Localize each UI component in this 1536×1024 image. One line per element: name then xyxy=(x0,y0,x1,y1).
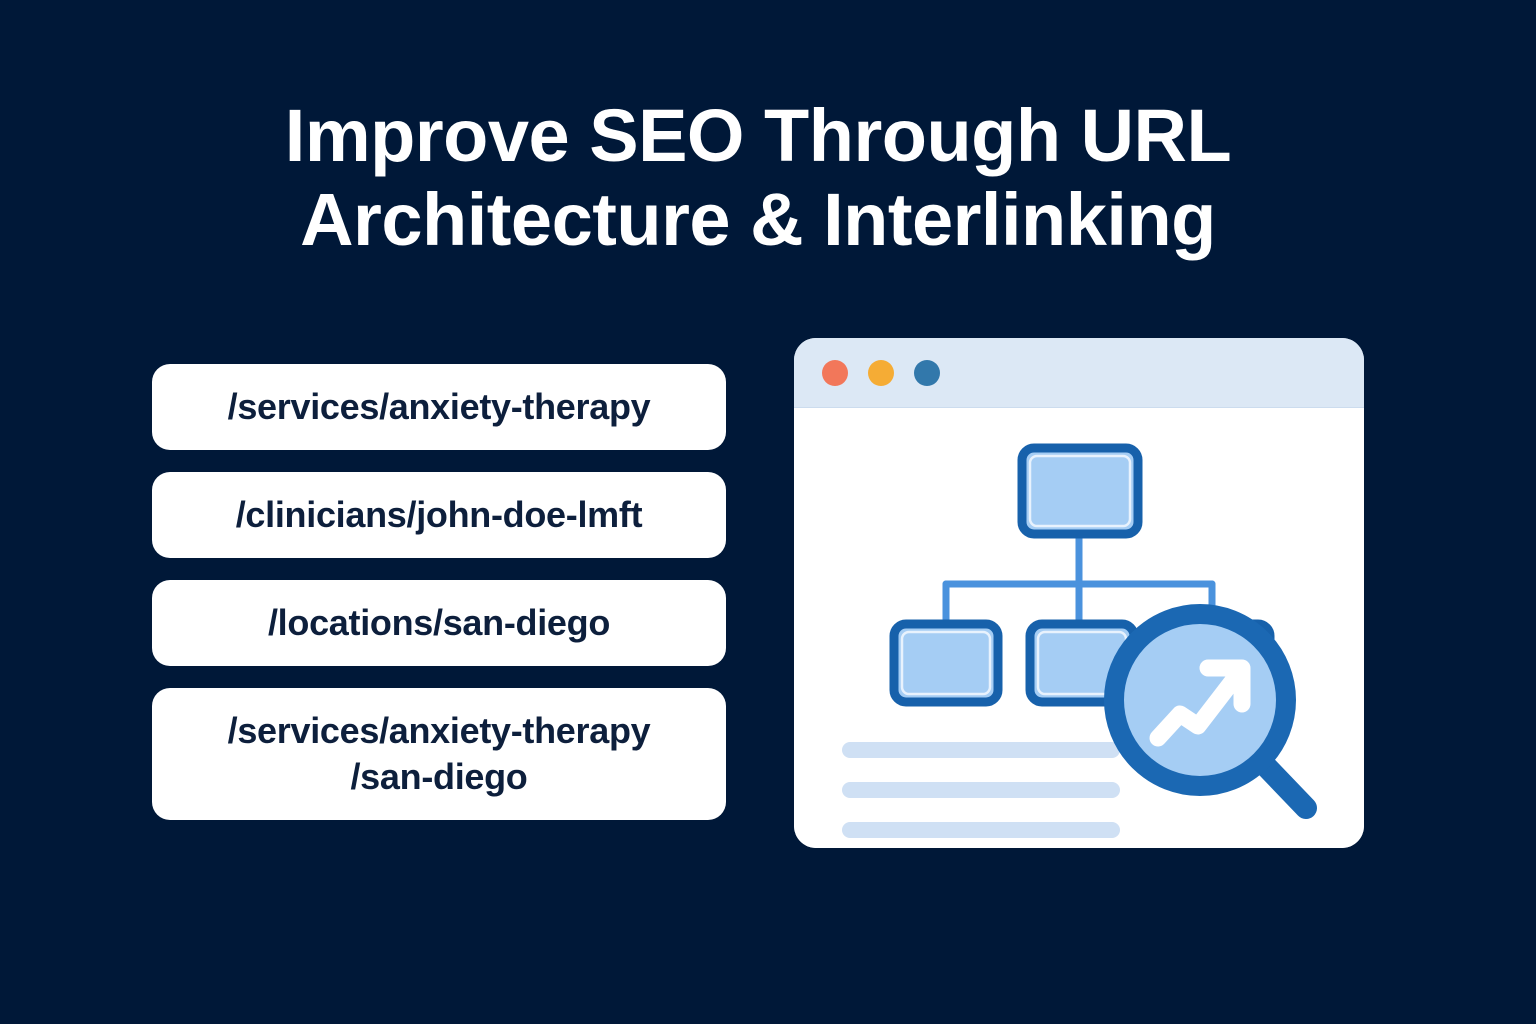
site-architecture-graphic xyxy=(842,443,1317,838)
sitemap-node-child-left[interactable] xyxy=(889,619,1003,707)
placeholder-text-lines xyxy=(842,742,1120,838)
browser-titlebar xyxy=(794,338,1364,408)
node-inner-outline xyxy=(900,630,992,696)
browser-window-illustration xyxy=(794,338,1364,848)
url-example-card[interactable]: /clinicians/john-doe-lmft xyxy=(152,472,726,558)
url-example-card[interactable]: /services/anxiety-therapy xyxy=(152,364,726,450)
url-path-text: /clinicians/john-doe-lmft xyxy=(235,493,643,535)
url-example-card[interactable]: /services/anxiety-therapy /san-diego xyxy=(152,688,726,820)
node-box xyxy=(1017,443,1143,539)
url-example-list: /services/anxiety-therapy /clinicians/jo… xyxy=(152,364,726,820)
close-dot-icon[interactable] xyxy=(822,359,848,386)
sitemap-node-root[interactable] xyxy=(1017,443,1143,539)
url-path-text: /services/anxiety-therapy /san-diego xyxy=(227,709,651,797)
minimize-dot-icon[interactable] xyxy=(868,359,894,386)
page-title: Improve SEO Through URL Architecture & I… xyxy=(284,94,1232,261)
url-path-text: /services/anxiety-therapy xyxy=(227,385,651,427)
placeholder-line xyxy=(842,782,1120,798)
trending-up-arrow-icon xyxy=(1149,659,1251,747)
maximize-dot-icon[interactable] xyxy=(914,359,940,386)
placeholder-line xyxy=(842,822,1120,838)
magnifier-icon[interactable] xyxy=(1104,604,1317,819)
node-box xyxy=(889,619,1003,707)
url-path-text: /locations/san-diego xyxy=(267,601,611,643)
browser-viewport xyxy=(794,408,1364,848)
node-inner-outline xyxy=(1028,454,1132,528)
magnifier-ring xyxy=(1104,604,1296,796)
placeholder-line xyxy=(842,742,1120,758)
url-example-card[interactable]: /locations/san-diego xyxy=(152,580,726,666)
tree-connectors xyxy=(942,529,1216,628)
